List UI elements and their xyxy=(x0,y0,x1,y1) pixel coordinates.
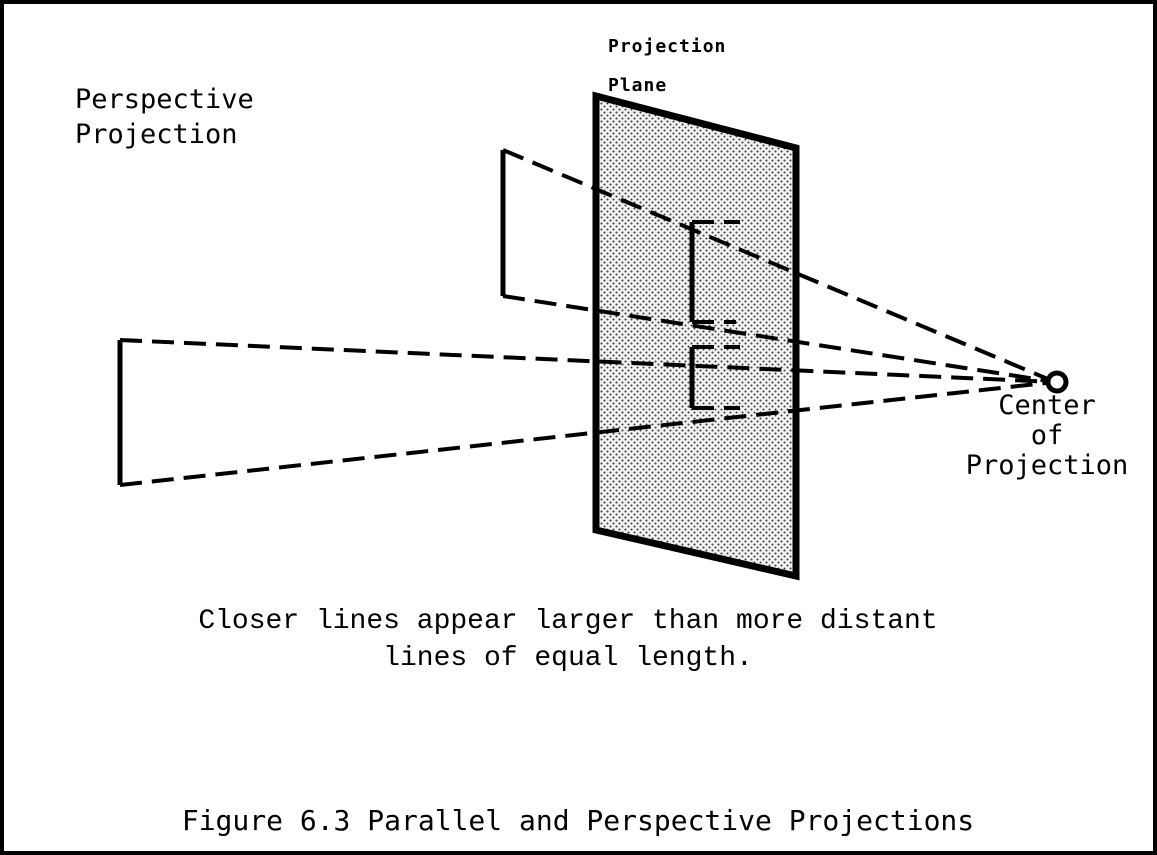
figure-title: Figure 6.3 Parallel and Perspective Proj… xyxy=(182,804,974,837)
heading-line-2: Projection xyxy=(75,119,238,150)
projection-plane xyxy=(592,91,800,581)
plane-label-line-1: Projection xyxy=(608,36,726,57)
heading-line-1: Perspective xyxy=(75,84,254,115)
cop-label-line-1: Center xyxy=(998,390,1096,421)
center-of-projection-marker xyxy=(1045,370,1069,394)
closer-top-projector xyxy=(119,338,1056,384)
projectors xyxy=(119,148,1056,487)
distant-top-projector xyxy=(502,148,1056,384)
plane-label-line-2: Plane xyxy=(608,75,667,96)
cop-label-line-3: Projection xyxy=(966,450,1129,481)
caption-line-1: Closer lines appear larger than more dis… xyxy=(198,606,937,637)
cop-label-line-2: of xyxy=(1031,420,1064,451)
closer-bottom-projector xyxy=(119,380,1056,487)
caption-line-2: lines of equal length. xyxy=(383,643,753,674)
distant-bottom-projector xyxy=(502,294,1056,384)
